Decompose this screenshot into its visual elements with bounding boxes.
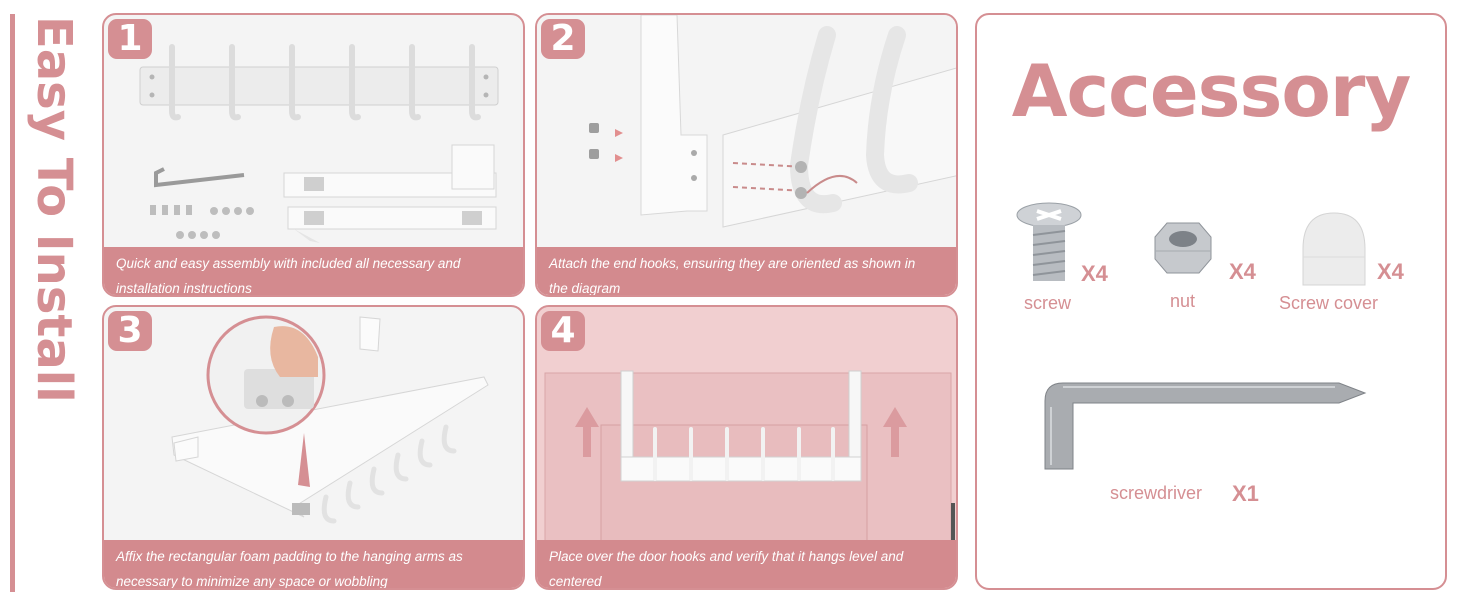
step-1-caption: Quick and easy assembly with included al… <box>104 247 523 295</box>
step-2-caption-line-1: Attach the end hooks, ensuring they are … <box>549 256 916 271</box>
side-accent-bar <box>10 14 15 592</box>
side-title: Easy To Install <box>24 16 84 403</box>
step-1-illustration <box>139 44 499 243</box>
step-3-badge: 3 <box>108 311 152 351</box>
step-2-badge: 2 <box>541 19 585 59</box>
screwdriver-label: screwdriver <box>1110 483 1203 503</box>
screw-icon <box>1016 202 1082 281</box>
step-2-panel: 2 Attach the end hooks, ensuring they ar… <box>535 13 958 297</box>
nut-label: nut <box>1170 291 1196 311</box>
screw-cover-label: Screw cover <box>1279 293 1379 313</box>
step-4-caption-line-2: centered <box>549 574 602 589</box>
step-3-caption-line-2: necessary to minimize any space or wobbl… <box>116 574 388 589</box>
step-3-caption: Affix the rectangular foam padding to th… <box>104 540 523 588</box>
step-4-caption-line-1: Place over the door hooks and verify tha… <box>549 549 904 564</box>
step-2-caption: Attach the end hooks, ensuring they are … <box>537 247 956 295</box>
nut-icon <box>1154 222 1212 274</box>
step-3-caption-line-1: Affix the rectangular foam padding to th… <box>116 549 463 564</box>
step-2-caption-line-2: the diagram <box>549 281 621 296</box>
step-1-caption-line-1: Quick and easy assembly with included al… <box>116 256 461 271</box>
step-4-panel: 4 Place over the door hooks and verify t… <box>535 305 958 590</box>
screw-quantity: X4 <box>1081 261 1108 286</box>
step-3-panel: 3 Affix the rectangular foam padding to … <box>102 305 525 590</box>
accessory-panel: Accessory X4 screw X4 nut X4 Screw cover… <box>975 13 1447 590</box>
step-4-caption: Place over the door hooks and verify tha… <box>537 540 956 588</box>
screw-label: screw <box>1024 293 1072 313</box>
screwdriver-quantity: X1 <box>1232 481 1259 506</box>
step-1-badge: 1 <box>108 19 152 59</box>
step-3-illustration <box>171 315 489 524</box>
screwdriver-icon <box>1044 382 1367 470</box>
nut-quantity: X4 <box>1229 259 1256 284</box>
step-1-panel: 1 Quick and easy assembly with included … <box>102 13 525 297</box>
step-4-badge: 4 <box>541 311 585 351</box>
screw-cover-quantity: X4 <box>1377 259 1404 284</box>
side-title-text: Easy To Install <box>26 16 82 403</box>
step-1-caption-line-2: installation instructions <box>116 281 252 296</box>
screw-cover-icon <box>1302 212 1366 286</box>
accessory-title: Accessory <box>1011 49 1412 133</box>
